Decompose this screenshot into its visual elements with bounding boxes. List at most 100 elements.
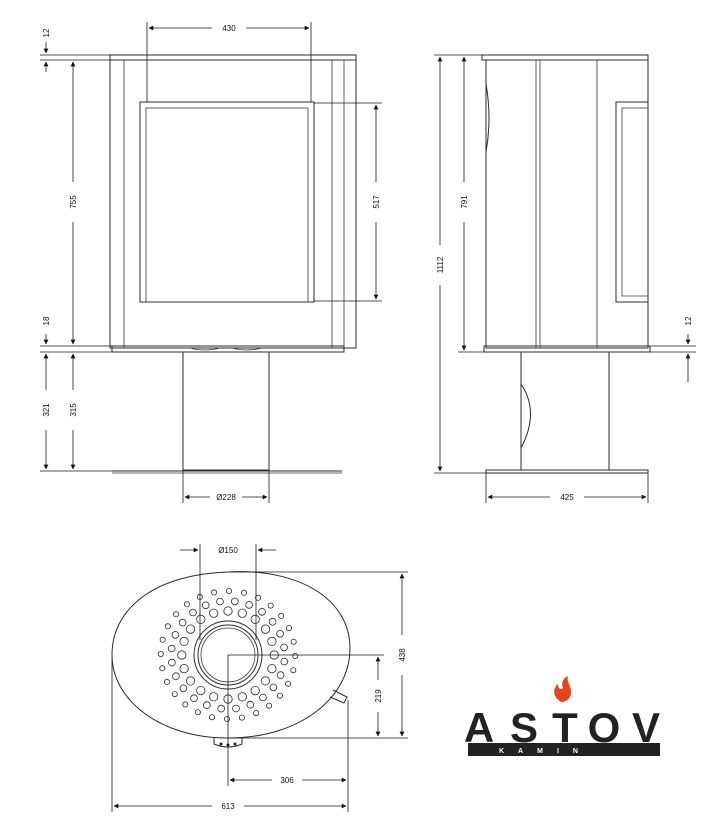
dim-side-body: 791 <box>460 195 469 209</box>
air-hole <box>250 614 260 625</box>
air-hole <box>276 692 283 699</box>
dim-side-plate: 12 <box>684 316 693 325</box>
air-hole <box>182 701 189 708</box>
side-base-plate <box>483 345 651 353</box>
dim-base-depth: 425 <box>560 493 574 502</box>
air-hole <box>232 704 240 713</box>
side-view <box>481 54 651 474</box>
air-hole <box>171 631 180 639</box>
dim-pedestal-diameter: Ø228 <box>216 493 236 502</box>
air-hole <box>159 665 166 672</box>
air-hole <box>260 624 270 634</box>
dim-flue-to-back: 306 <box>280 776 294 785</box>
dim-top-plate: 12 <box>42 28 51 37</box>
air-hole <box>167 644 176 653</box>
air-hole <box>290 667 297 674</box>
side-floor-plate <box>485 469 649 474</box>
air-hole <box>190 694 198 702</box>
air-hole <box>216 597 224 606</box>
air-hole <box>209 608 219 618</box>
dim-side-total: 1112 <box>436 256 445 273</box>
air-hole <box>179 663 189 674</box>
air-hole <box>240 589 247 596</box>
dim-base-plate-front: 18 <box>42 316 51 325</box>
air-hole <box>280 643 288 652</box>
air-hole <box>211 589 218 596</box>
air-hole <box>259 693 267 702</box>
air-hole <box>223 716 230 723</box>
air-hole <box>231 597 239 606</box>
air-hole <box>255 594 262 601</box>
air-hole <box>186 676 196 686</box>
air-holes <box>157 588 299 723</box>
air-hole <box>163 678 170 685</box>
air-hole <box>285 680 292 687</box>
air-hole <box>159 636 166 643</box>
dim-pedestal: 315 <box>69 403 78 417</box>
air-hole <box>164 623 171 630</box>
air-hole <box>290 638 297 645</box>
air-hole <box>171 691 178 698</box>
air-hole <box>168 658 176 667</box>
air-hole <box>177 650 187 660</box>
air-hole <box>250 685 260 696</box>
air-hole <box>292 653 299 660</box>
dim-flue-diameter: Ø150 <box>218 546 238 555</box>
dim-plan-width: 613 <box>221 802 235 811</box>
air-hole <box>201 601 210 610</box>
dim-flue-offset: 219 <box>374 689 383 703</box>
side-dimensions: 1112 791 12 425 <box>434 54 696 503</box>
air-hole <box>179 636 189 647</box>
air-hole <box>267 602 274 609</box>
air-hole <box>266 702 273 709</box>
dim-glass-height: 517 <box>372 195 381 209</box>
logo-sub: KAMIN <box>499 748 592 755</box>
flame-icon <box>554 676 572 702</box>
dim-pedestal-total: 321 <box>42 403 51 417</box>
front-dimensions: 430 12 755 517 18 321 315 <box>40 22 382 503</box>
side-top-plate <box>481 54 649 61</box>
air-hole <box>280 657 289 666</box>
air-hole <box>225 588 232 595</box>
plan-dimensions: Ø150 438 219 306 613 <box>111 544 408 812</box>
plan-view <box>111 571 351 748</box>
air-hole <box>209 692 219 702</box>
air-hole <box>189 608 197 617</box>
air-hole <box>172 672 180 680</box>
air-hole <box>258 607 266 616</box>
front-glass-door <box>139 101 315 303</box>
air-hole <box>269 683 278 692</box>
air-hole <box>194 709 201 716</box>
dim-top-width: 430 <box>222 24 236 33</box>
air-hole <box>196 685 206 696</box>
air-hole <box>245 601 253 609</box>
air-hole <box>268 617 277 626</box>
air-hole <box>217 704 226 713</box>
dim-plan-depth: 438 <box>398 648 407 662</box>
air-hole <box>267 663 277 674</box>
air-hole <box>246 700 255 709</box>
air-hole <box>276 629 284 638</box>
air-hole <box>237 608 247 618</box>
side-body <box>485 60 649 349</box>
air-hole <box>253 710 260 717</box>
front-view <box>109 54 357 474</box>
air-hole <box>223 606 233 616</box>
air-hole <box>276 671 285 679</box>
air-hole <box>173 611 180 618</box>
front-pedestal <box>182 351 270 471</box>
air-hole <box>208 714 215 721</box>
air-hole <box>285 625 292 632</box>
air-hole <box>196 614 206 625</box>
air-hole <box>179 684 188 693</box>
dim-body-height: 755 <box>69 195 78 209</box>
front-base-plate <box>111 345 345 353</box>
air-hole <box>260 676 270 686</box>
air-hole <box>157 651 164 658</box>
air-hole <box>203 701 211 709</box>
air-hole <box>186 624 196 634</box>
air-hole <box>178 618 187 627</box>
air-hole <box>183 601 190 608</box>
side-pedestal <box>520 351 610 471</box>
